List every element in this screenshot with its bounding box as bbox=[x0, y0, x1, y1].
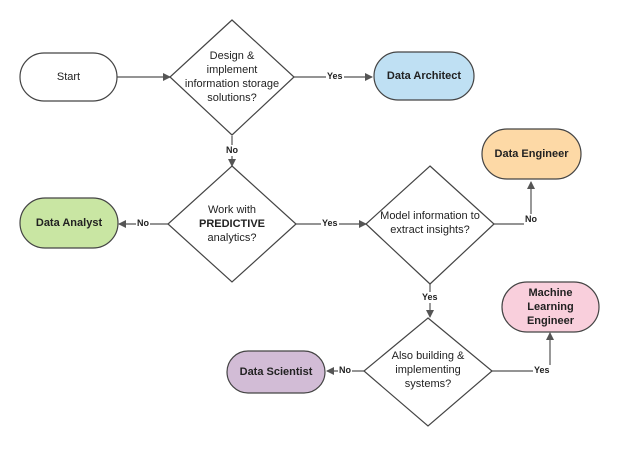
data-engineer-label: Data Engineer bbox=[494, 148, 569, 160]
storage-question-line-3: information storage bbox=[184, 78, 280, 90]
data-analyst-node: Data Analyst bbox=[20, 198, 118, 248]
systems-decision: Also building & implementing systems? bbox=[372, 345, 484, 395]
storage-decision: Design & implement information storage s… bbox=[178, 44, 286, 110]
edge-label-storage-no: No bbox=[225, 145, 239, 156]
predictive-question-line-1: Work with bbox=[207, 204, 257, 216]
ml-engineer-node: Machine Learning Engineer bbox=[502, 282, 599, 332]
edge-label-predictive-no: No bbox=[136, 218, 150, 229]
start-terminal: Start bbox=[20, 53, 117, 101]
ml-engineer-label-line-3: Engineer bbox=[526, 315, 575, 327]
edge-label-model-yes: Yes bbox=[421, 292, 439, 303]
model-decision-shape bbox=[365, 165, 495, 285]
start-label: Start bbox=[56, 71, 81, 83]
edge-label-storage-yes: Yes bbox=[326, 71, 344, 82]
storage-question-line-1: Design & bbox=[209, 50, 255, 62]
model-question-line-2: extract insights? bbox=[390, 224, 470, 236]
storage-question-line-4: solutions? bbox=[207, 92, 257, 104]
data-architect-label: Data Architect bbox=[386, 70, 462, 82]
model-decision: Model information to extract insights? bbox=[366, 205, 494, 241]
model-question-line-1: Model information to bbox=[380, 210, 480, 222]
data-analyst-shape bbox=[19, 197, 119, 249]
data-scientist-shape bbox=[226, 350, 326, 394]
data-scientist-node: Data Scientist bbox=[227, 351, 325, 393]
systems-decision-shape bbox=[363, 317, 493, 427]
edge-label-predictive-yes: Yes bbox=[321, 218, 339, 229]
edge-label-systems-yes: Yes bbox=[533, 365, 551, 376]
predictive-decision-shape bbox=[167, 165, 297, 283]
data-architect-shape bbox=[373, 51, 475, 101]
edge-label-model-no: No bbox=[524, 214, 538, 225]
predictive-question-line-2: PREDICTIVE bbox=[198, 218, 265, 230]
data-scientist-label: Data Scientist bbox=[239, 366, 313, 378]
start-terminal-shape bbox=[19, 52, 118, 102]
systems-question-line-3: systems? bbox=[404, 378, 452, 390]
ml-engineer-label-line-2: Learning bbox=[527, 301, 574, 313]
predictive-question-line-3: analytics? bbox=[207, 232, 257, 244]
storage-decision-shape bbox=[169, 19, 295, 136]
data-engineer-shape bbox=[481, 128, 582, 180]
data-engineer-node: Data Engineer bbox=[482, 129, 581, 179]
systems-question-line-1: Also building & bbox=[391, 350, 465, 362]
systems-question-line-2: implementing bbox=[395, 364, 461, 376]
predictive-decision: Work with PREDICTIVE analytics? bbox=[180, 198, 284, 250]
edge-label-systems-no: No bbox=[338, 365, 352, 376]
data-analyst-label: Data Analyst bbox=[35, 217, 103, 229]
ml-engineer-shape bbox=[501, 281, 600, 333]
data-architect-node: Data Architect bbox=[374, 52, 474, 100]
storage-question-line-2: implement bbox=[206, 64, 258, 76]
ml-engineer-label-line-1: Machine bbox=[528, 287, 573, 299]
